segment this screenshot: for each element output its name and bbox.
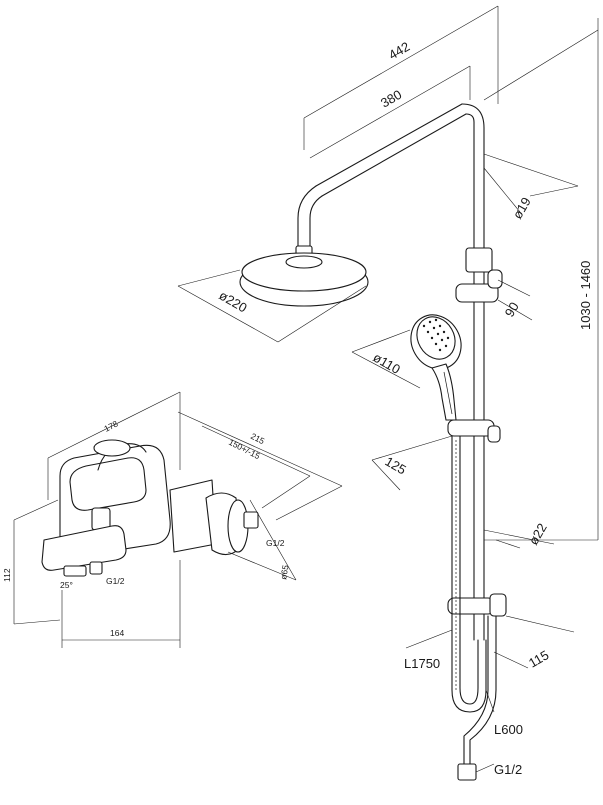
label-380: 380 — [378, 87, 404, 111]
label-mixer-164: 164 — [110, 628, 124, 638]
label-mixer-thread-side: G1/2 — [266, 538, 285, 548]
label-mixer-thread-bottom: G1/2 — [106, 576, 125, 586]
bath-mixer — [41, 439, 259, 577]
label-442: 442 — [386, 39, 412, 63]
label-dia-110: ø110 — [371, 350, 403, 377]
column-diverter — [455, 247, 503, 425]
dimension-lines — [177, 5, 599, 773]
label-dia-19: ø19 — [510, 195, 534, 222]
label-mixer-dia-65: ø65 — [278, 564, 290, 580]
rain-shower-head — [239, 245, 369, 307]
label-hose-1750: L1750 — [404, 656, 440, 671]
shower-column — [297, 103, 485, 249]
mixer-dimension-lines — [13, 391, 343, 648]
slide-bar — [447, 419, 507, 641]
label-125: 125 — [383, 454, 409, 478]
label-hose-600: L600 — [494, 722, 523, 737]
label-90: 90 — [502, 299, 522, 319]
label-dia-22: ø22 — [526, 521, 550, 548]
hand-shower — [410, 314, 462, 421]
label-height: 1030 - 1460 — [578, 261, 593, 330]
label-mixer-215: 215 — [249, 431, 266, 446]
label-thread-column: G1/2 — [494, 762, 522, 777]
label-mixer-178: 178 — [102, 418, 119, 433]
labels: 442 380 ø19 1030 - 1460 ø220 90 ø110 125… — [2, 39, 593, 777]
label-115: 115 — [526, 647, 551, 670]
label-mixer-25: 25° — [60, 580, 73, 590]
flexible-hose — [451, 435, 497, 781]
label-mixer-112: 112 — [2, 568, 12, 582]
